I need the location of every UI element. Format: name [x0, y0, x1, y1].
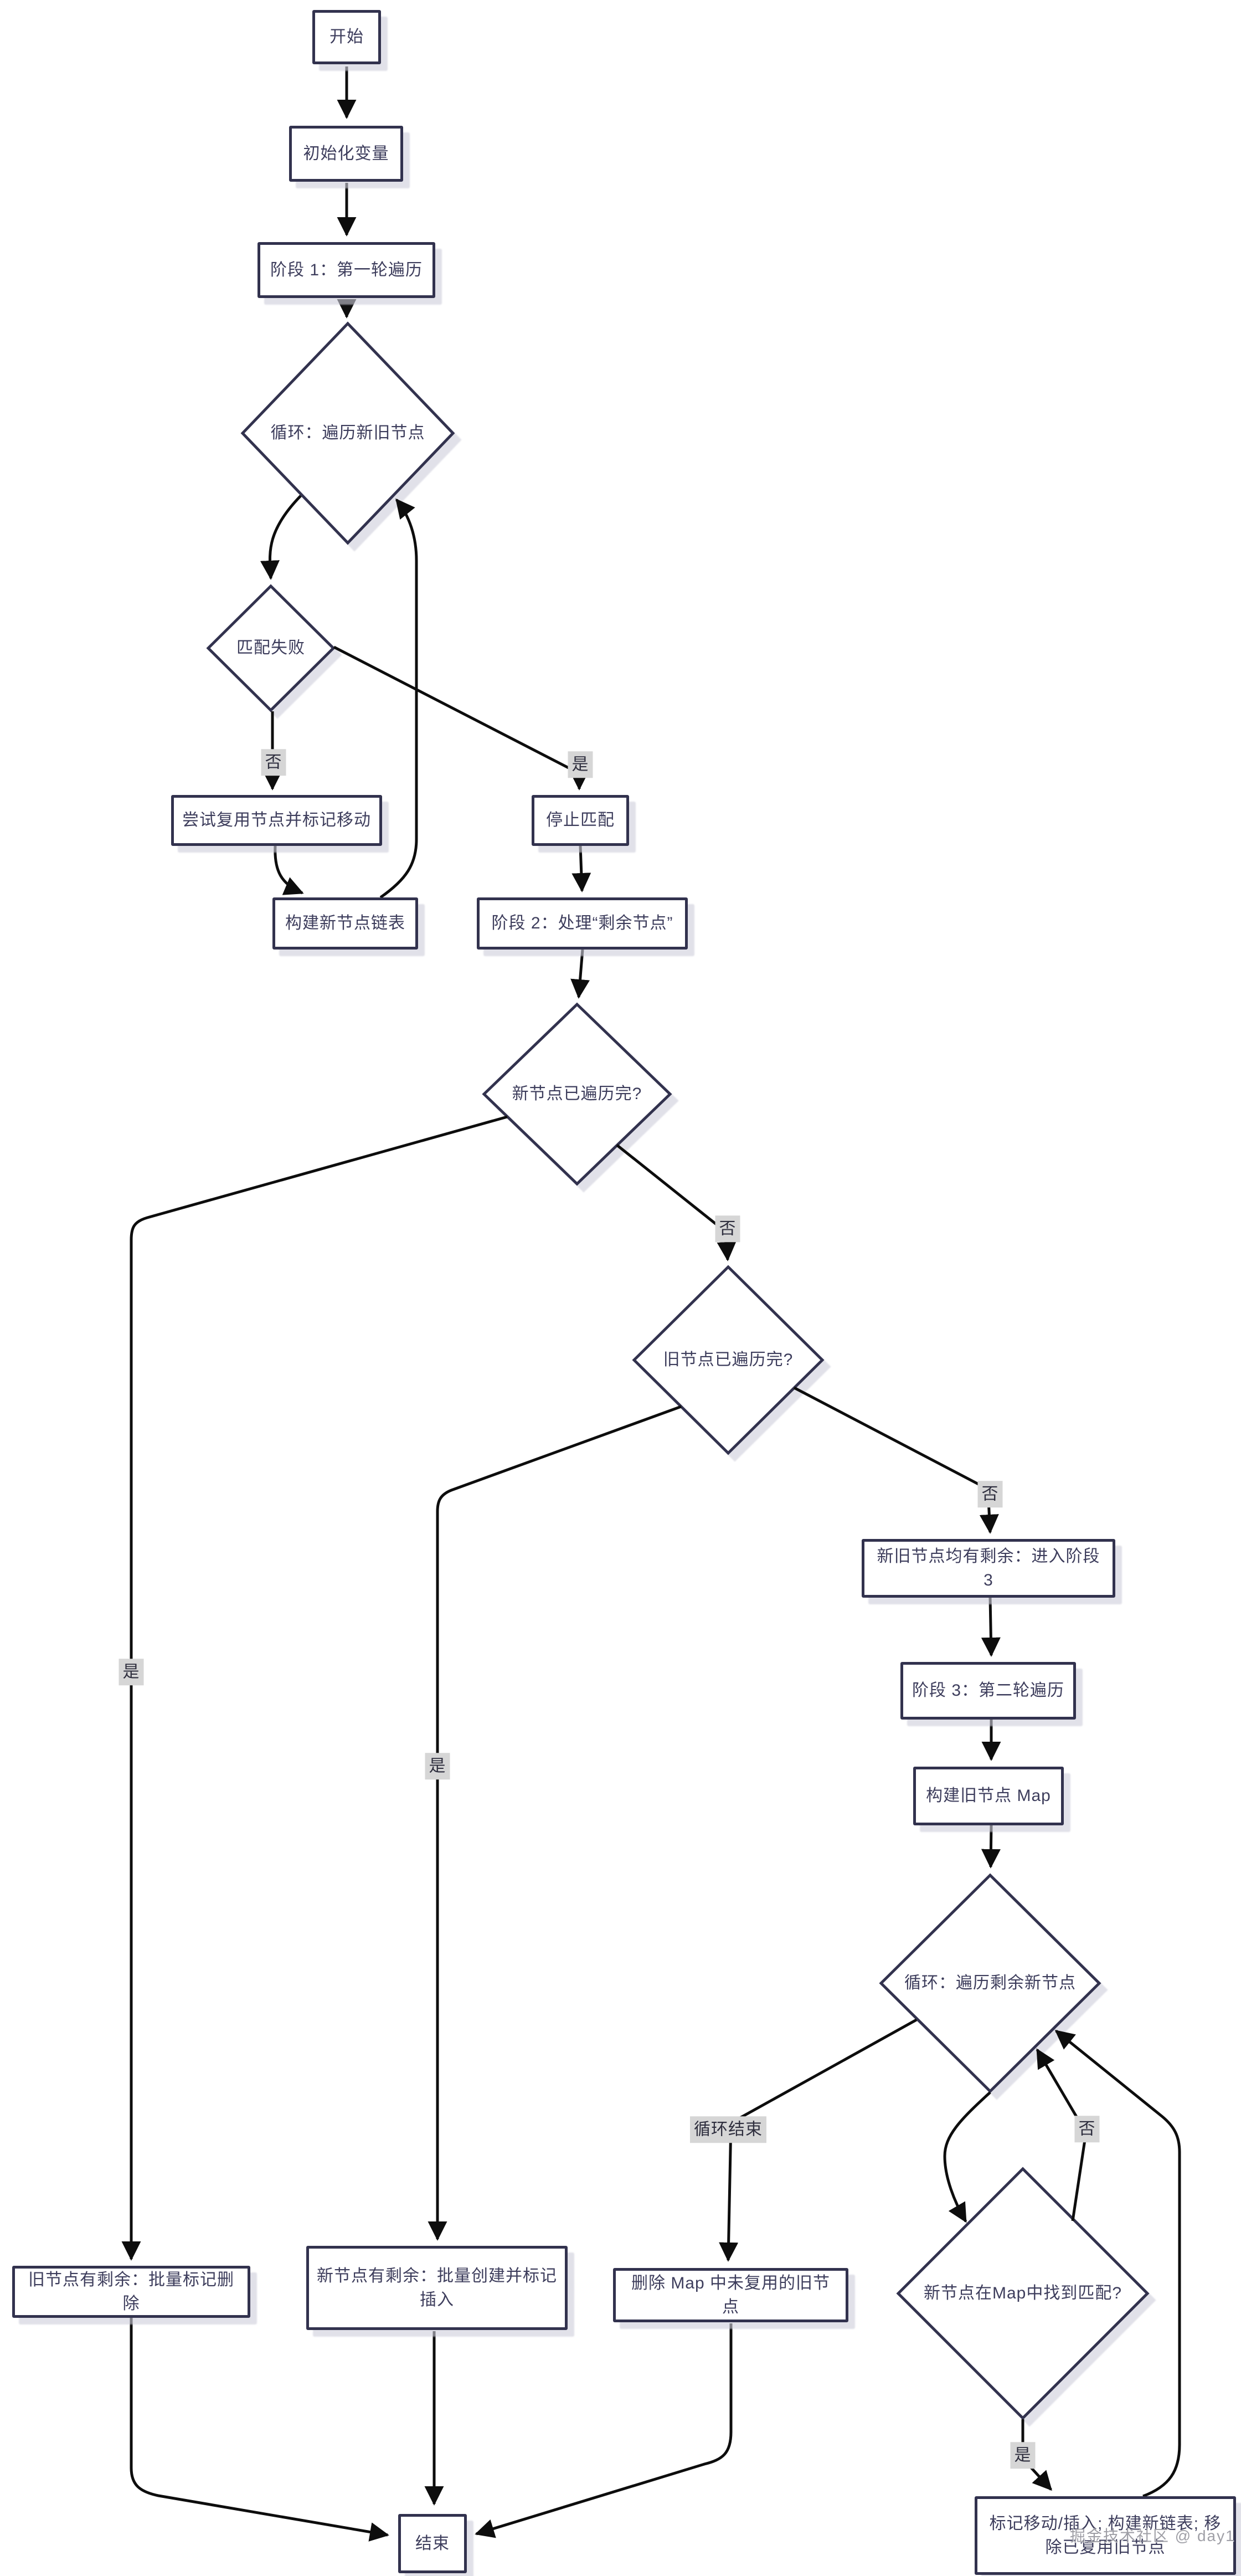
edge-olddone-bothleft-no [793, 1386, 999, 1534]
edge-label-yes-4: 是 [1010, 2442, 1036, 2469]
edge-label-yes-1: 是 [568, 751, 593, 778]
node-build-new-list: 构建新节点链表 [272, 897, 418, 950]
edge-label-yes-2: 是 [119, 1659, 144, 1685]
edge-markmove-loop2-return [1054, 2030, 1181, 2498]
edge-tryreuse-buildlist [274, 845, 304, 895]
edge-label-no-3: 否 [977, 1481, 1003, 1507]
node-phase1-label: 阶段 1：第一轮遍历 [270, 260, 423, 279]
node-phase3: 阶段 3：第二轮遍历 [900, 1662, 1076, 1720]
node-loop-remaining-new-shape [879, 1873, 1101, 2093]
edge-label-no-4: 否 [1074, 2116, 1100, 2142]
node-mark-move-insert-label: 标记移动/插入; 构建新链表; 移除已复用旧节点 [989, 2514, 1222, 2557]
node-delete-map-unused-label: 删除 Map 中未复用的旧节点 [631, 2274, 831, 2317]
edge-matchfail-stopmatch-yes [333, 645, 589, 791]
node-old-left-delete: 旧节点有剩余：批量标记删除 [12, 2266, 250, 2318]
edge-newdone-olddone-no [616, 1144, 737, 1261]
node-phase3-label: 阶段 3：第二轮遍历 [912, 1681, 1065, 1700]
node-build-old-map: 构建旧节点 Map [913, 1767, 1064, 1825]
node-stop-match-label: 停止匹配 [546, 811, 615, 830]
node-new-left-insert-label: 新节点有剩余：批量创建并标记插入 [317, 2266, 557, 2310]
node-try-reuse-label: 尝试复用节点并标记移动 [182, 811, 371, 830]
edge-loop1-matchfail [260, 495, 302, 580]
node-map-match-shape [896, 2167, 1150, 2420]
node-start: 开始 [312, 10, 381, 64]
node-old-done-shape [632, 1265, 825, 1455]
node-phase2: 阶段 2：处理“剩余节点” [477, 897, 688, 950]
node-new-done-shape [482, 1002, 672, 1186]
node-mark-move-insert: 标记移动/插入; 构建新链表; 移除已复用旧节点 [975, 2496, 1236, 2575]
node-end-label: 结束 [415, 2534, 450, 2553]
node-phase2-label: 阶段 2：处理“剩余节点” [491, 914, 673, 933]
edge-label-no-2: 否 [715, 1215, 740, 1242]
node-loop-old-new-shape [240, 321, 455, 545]
node-delete-map-unused: 删除 Map 中未复用的旧节点 [613, 2268, 848, 2322]
node-old-left-delete-label: 旧节点有剩余：批量标记删除 [28, 2270, 234, 2313]
node-build-new-list-label: 构建新节点链表 [285, 914, 405, 933]
edge-buildlist-loop1-return [379, 498, 418, 899]
edge-newdone-oldleft-yes [121, 1115, 508, 2261]
edge-olddone-newleft-yes [428, 1405, 682, 2241]
node-try-reuse: 尝试复用节点并标记移动 [171, 795, 382, 846]
node-build-old-map-label: 构建旧节点 Map [926, 1787, 1051, 1805]
edge-label-no-1: 否 [261, 749, 286, 776]
node-init-vars: 初始化变量 [289, 126, 403, 182]
node-start-label: 开始 [329, 28, 364, 47]
node-end: 结束 [398, 2514, 467, 2573]
node-both-remaining-label: 新旧节点均有剩余：进入阶段 3 [877, 1547, 1100, 1590]
edge-loop2-mapmatch [943, 2091, 991, 2223]
node-new-left-insert: 新节点有剩余：批量创建并标记插入 [306, 2246, 568, 2330]
edge-delmap-end [475, 2323, 733, 2538]
node-stop-match: 停止匹配 [532, 795, 629, 846]
node-init-vars-label: 初始化变量 [303, 144, 389, 163]
node-both-remaining: 新旧节点均有剩余：进入阶段 3 [862, 1539, 1115, 1598]
node-phase1: 阶段 1：第一轮遍历 [258, 242, 435, 298]
edge-label-yes-3: 是 [425, 1753, 450, 1779]
edge-phase2-newdone [570, 949, 590, 999]
edge-stopmatch-phase2 [571, 845, 591, 892]
edge-oldleft-end [130, 2318, 389, 2542]
edge-bothleft-phase3 [981, 1597, 1001, 1657]
node-match-fail-shape [206, 584, 336, 712]
watermark-text: 掘金技术社区 @ day1 [1070, 2527, 1235, 2544]
edge-label-loop-end: 循环结束 [690, 2116, 766, 2143]
